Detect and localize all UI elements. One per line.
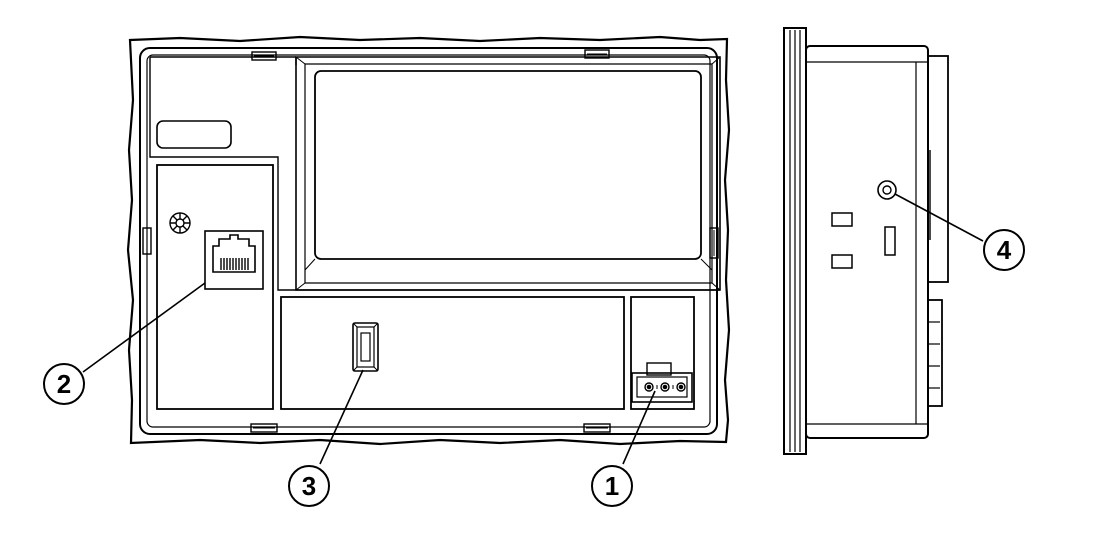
side-slot: [884, 226, 896, 256]
callout-2: 2: [43, 363, 85, 405]
side-window-lower: [831, 254, 853, 269]
callout-4-label: 4: [997, 235, 1012, 265]
leader-2: [82, 282, 206, 373]
callout-1: 1: [591, 465, 633, 507]
usb-bay: [280, 296, 625, 410]
power-terminal-connector: [631, 362, 693, 403]
side-rear-module: [927, 55, 949, 283]
side-body: [805, 45, 929, 439]
callout-2-label: 2: [57, 369, 71, 399]
ground-screw-icon: [169, 212, 191, 234]
ethernet-bay: [156, 164, 274, 410]
display-window: [314, 70, 702, 260]
callout-leaders: [82, 193, 984, 465]
label-slot: [156, 120, 232, 149]
side-window-upper: [831, 212, 853, 227]
rear-outer-bezel: [126, 35, 731, 446]
usb-port: [352, 322, 379, 372]
clip-right: [709, 227, 719, 259]
side-view: [783, 27, 949, 455]
callout-3: 3: [288, 465, 330, 507]
leader-4: [894, 193, 984, 242]
display-housing: [295, 56, 721, 291]
upper-left-panel: [149, 57, 720, 291]
callout-3-label: 3: [302, 471, 316, 501]
clip-top-right: [584, 49, 610, 59]
clip-bottom-left: [250, 423, 278, 433]
power-bay: [630, 296, 695, 410]
callout-4: 4: [983, 229, 1025, 271]
rear-housing: [139, 47, 718, 435]
clip-top-left: [251, 51, 277, 61]
side-indicator: [877, 180, 897, 200]
rear-view: [126, 35, 731, 446]
clip-bottom-right: [583, 423, 611, 433]
rear-housing-inner: [146, 54, 711, 428]
display-bevel: [304, 63, 713, 284]
leader-3: [319, 369, 364, 465]
leader-1: [622, 390, 656, 465]
callout-1-label: 1: [605, 471, 619, 501]
ethernet-port: [204, 230, 264, 290]
clip-left: [142, 227, 152, 255]
